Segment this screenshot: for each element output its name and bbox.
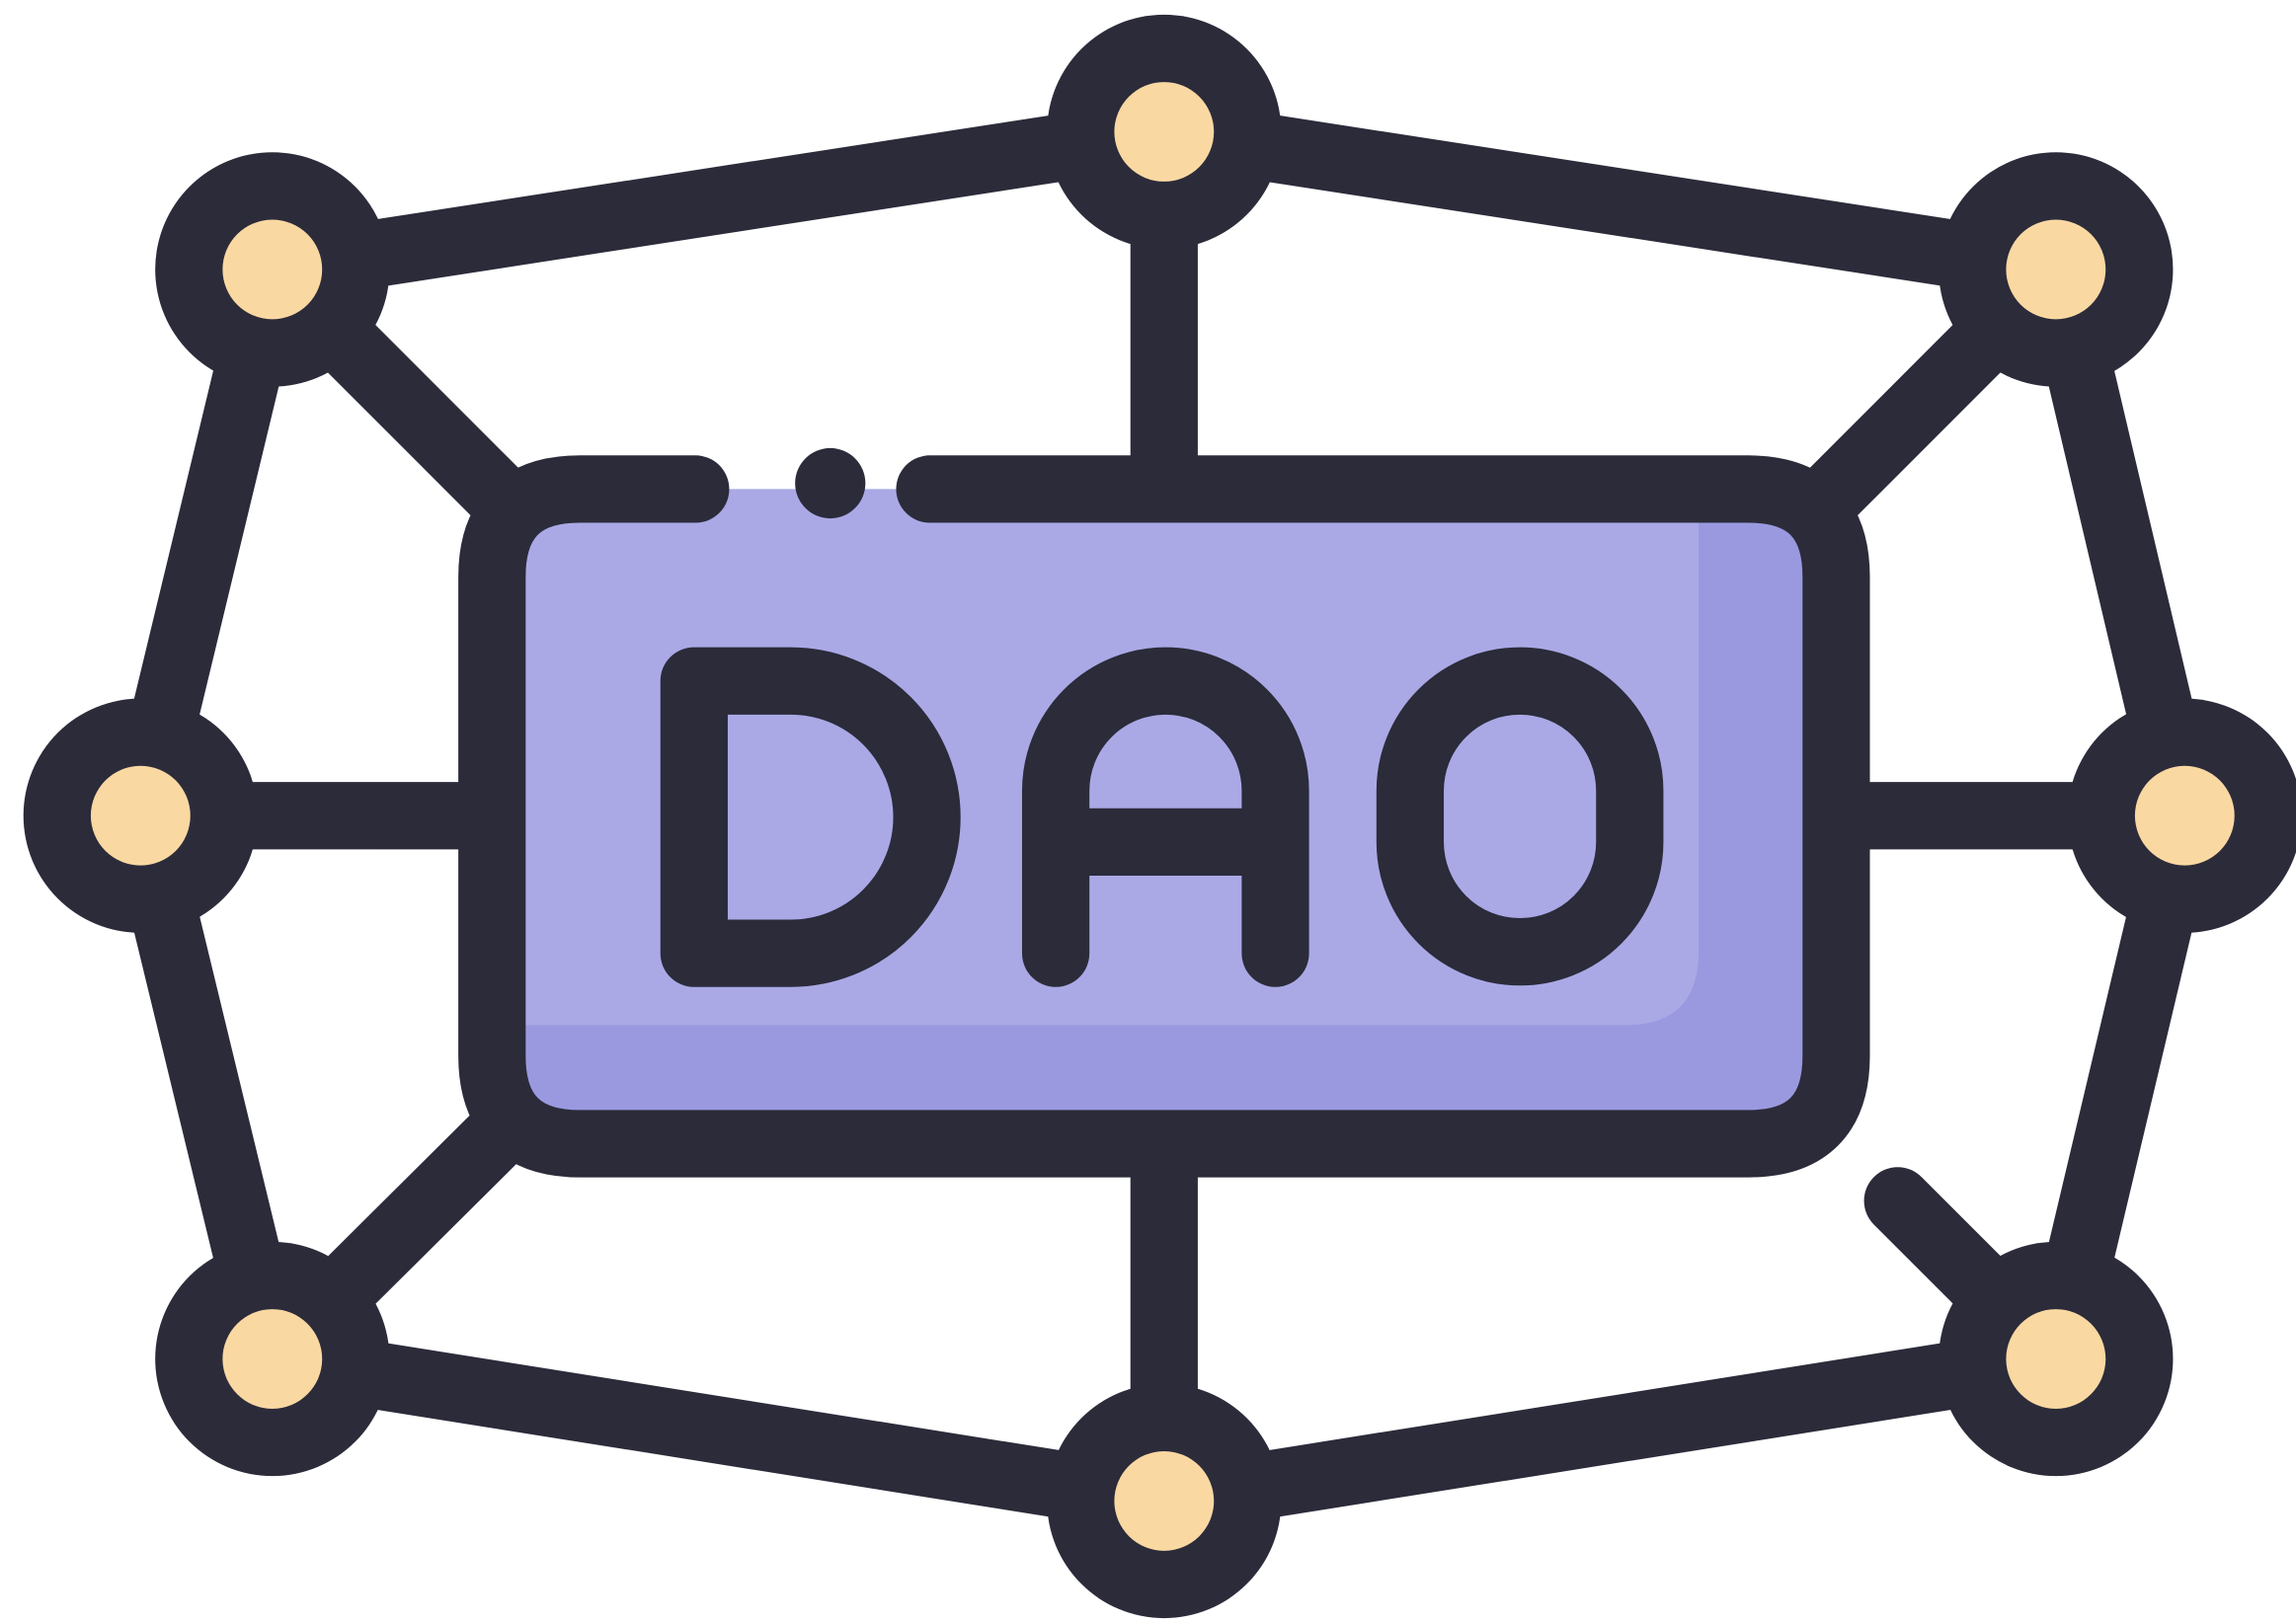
dao-lettering bbox=[660, 647, 1664, 987]
network-nodes bbox=[23, 14, 2296, 1619]
node bbox=[155, 152, 390, 387]
panel-dot bbox=[795, 447, 866, 519]
panel-shade bbox=[492, 489, 1837, 1144]
node bbox=[155, 1241, 390, 1477]
letter-d bbox=[660, 647, 961, 987]
dao-panel bbox=[458, 447, 1870, 1178]
letter-a bbox=[1021, 647, 1309, 987]
node bbox=[1047, 1383, 1282, 1619]
node bbox=[1939, 152, 2174, 387]
node bbox=[23, 698, 258, 933]
edge bbox=[238, 98, 1198, 304]
letter-o bbox=[1376, 647, 1664, 986]
node bbox=[2067, 698, 2296, 933]
node bbox=[1047, 14, 1282, 250]
node bbox=[1939, 1241, 2174, 1477]
edge bbox=[1130, 98, 2090, 304]
edge bbox=[238, 1325, 1198, 1535]
panel-border bbox=[458, 455, 1870, 1178]
edge bbox=[1130, 1325, 2090, 1535]
